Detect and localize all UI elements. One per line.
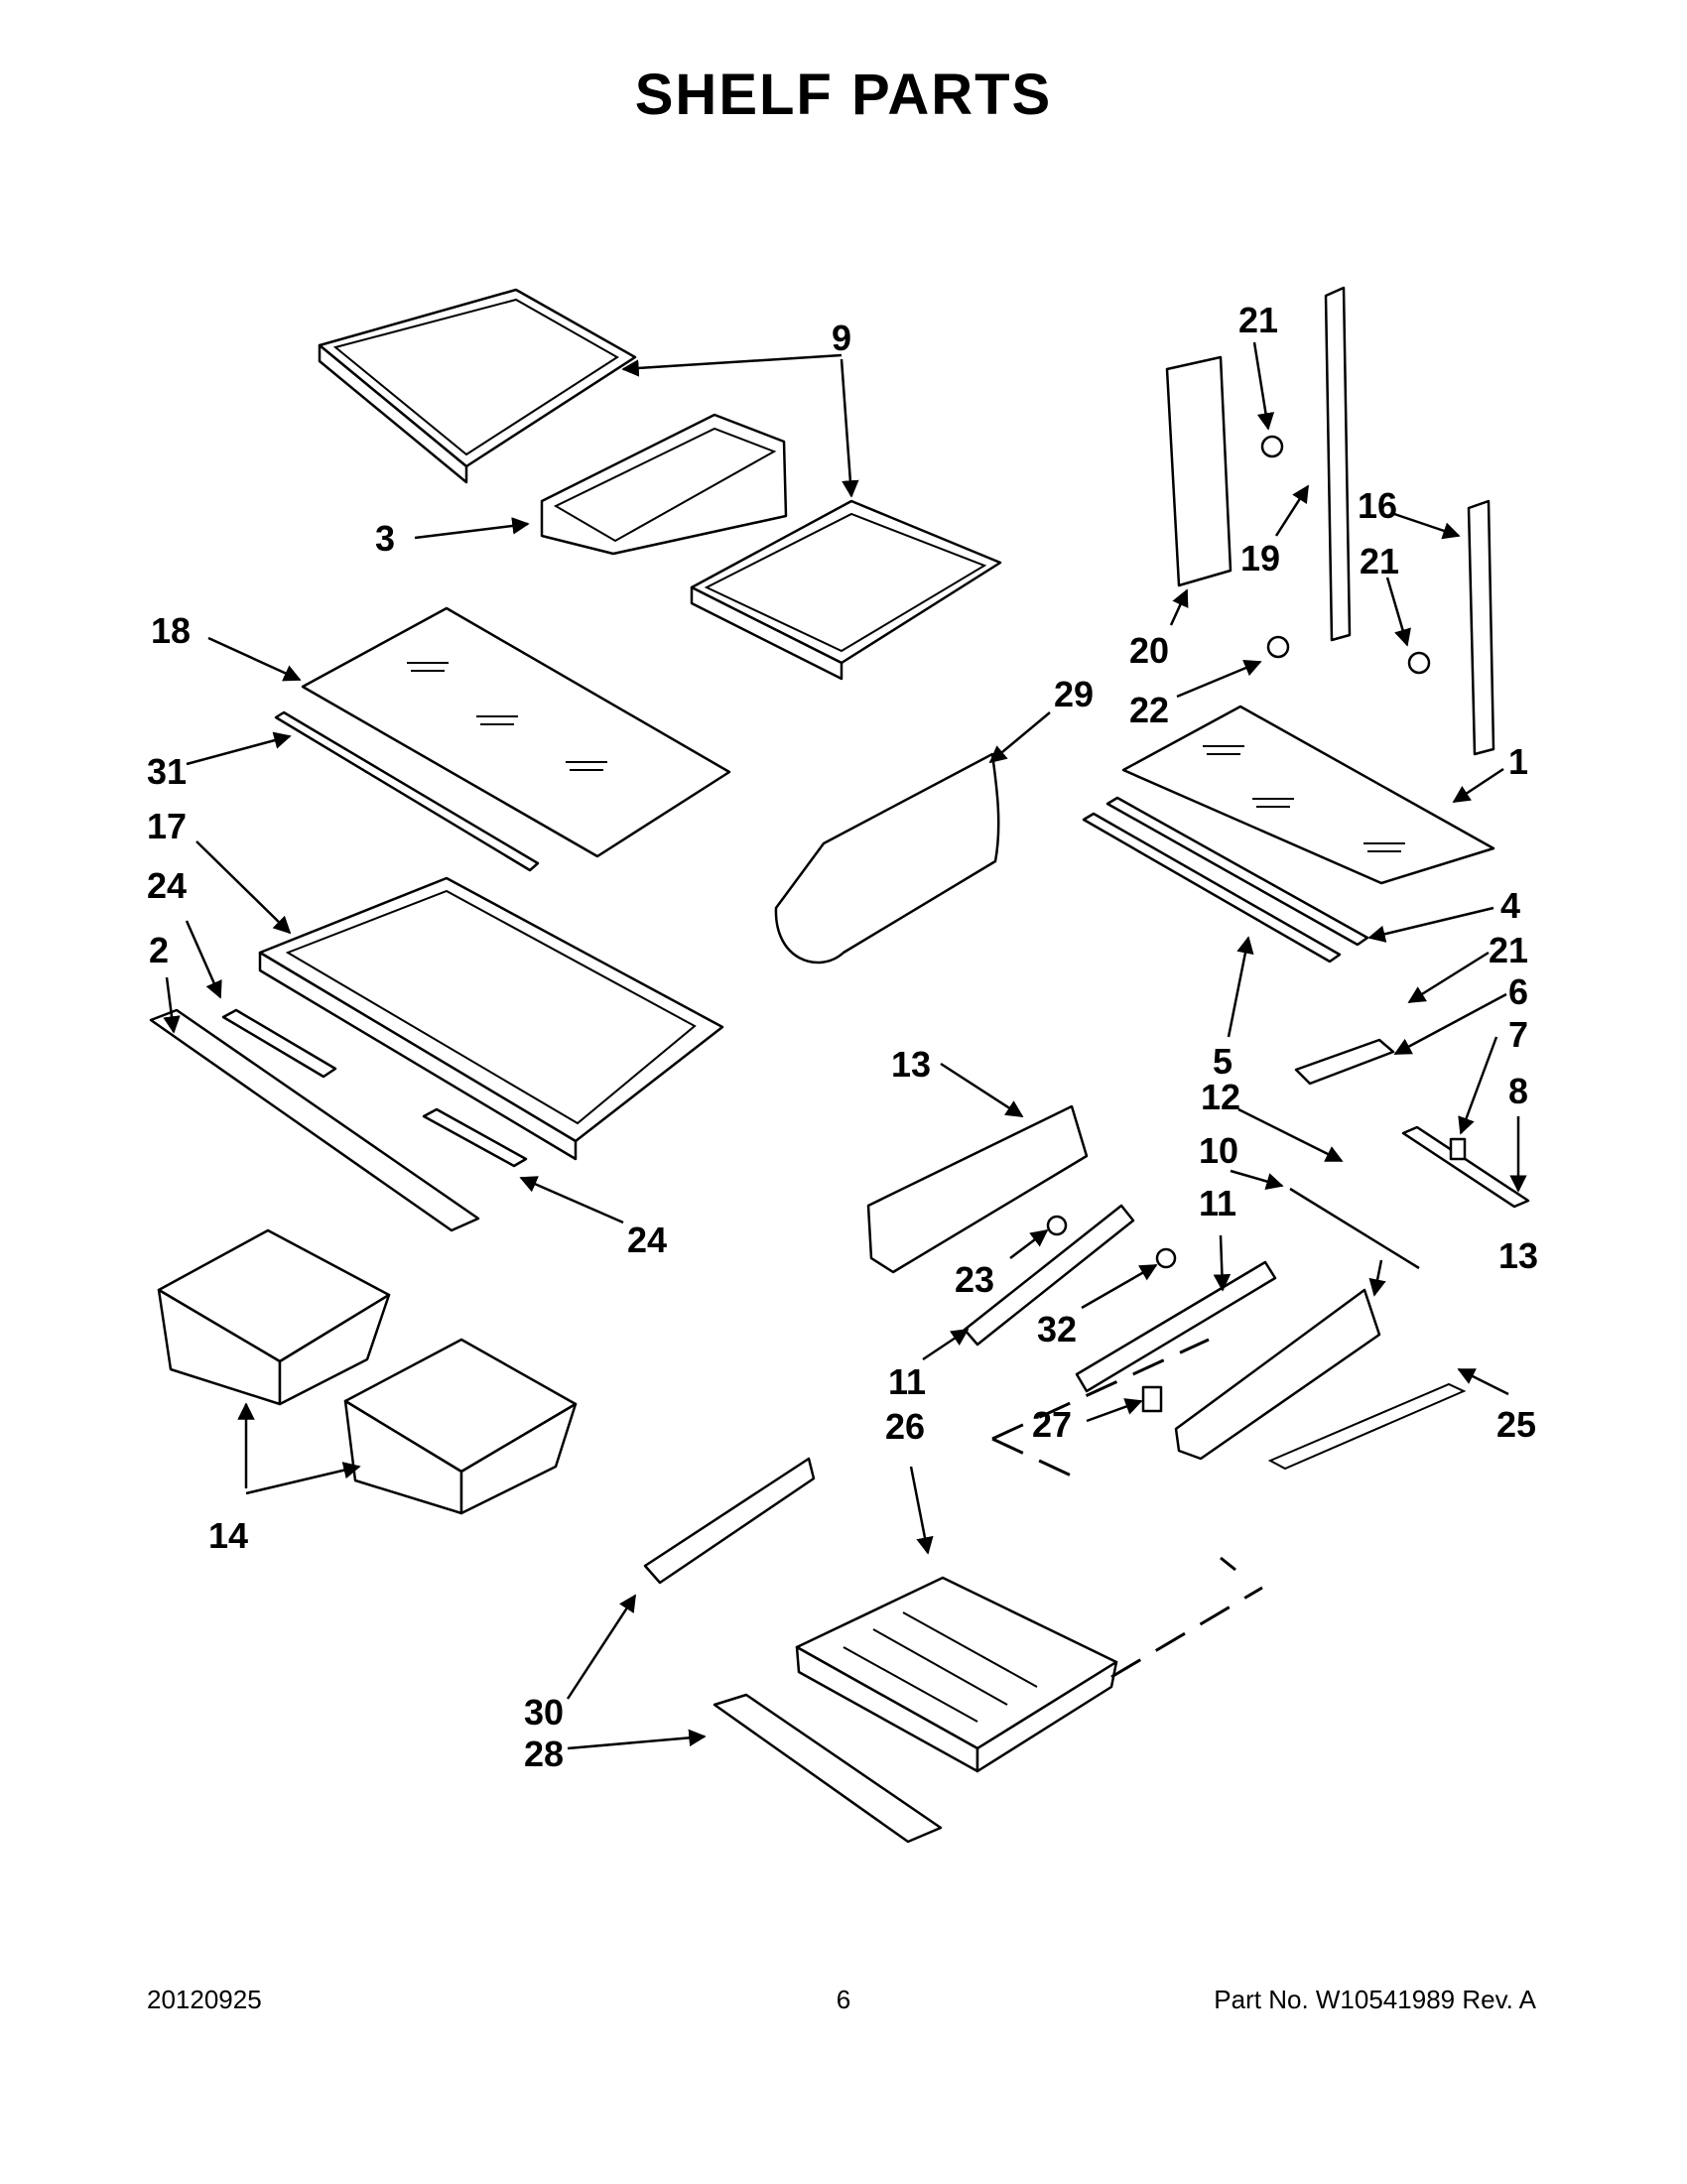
drawer-handle-30	[643, 1457, 816, 1585]
callout-18: 18	[151, 610, 191, 651]
callout-labels: 9 3 18 31 17 24 2 24 14 29 21 19 16 21 2…	[147, 300, 1538, 1774]
callout-13-lower: 13	[1498, 1235, 1538, 1276]
callout-17: 17	[147, 806, 187, 846]
callout-11-lower: 11	[888, 1361, 926, 1402]
page-number: 6	[836, 1985, 851, 2014]
drawer-rod	[1267, 1382, 1467, 1471]
slide-rail-right	[422, 1107, 528, 1168]
assembly-line	[991, 1437, 1083, 1482]
screw-23	[1046, 1215, 1068, 1236]
shelf-frame-right	[690, 499, 1002, 681]
deli-drawer	[795, 1576, 1118, 1773]
shelf-bracket-8	[1401, 1125, 1530, 1209]
callout-30: 30	[524, 1692, 564, 1733]
callout-22: 22	[1129, 690, 1169, 730]
callout-19: 19	[1240, 538, 1280, 578]
glass-reflection-marks-right	[1203, 745, 1405, 852]
slide-rail-left	[221, 1008, 337, 1079]
assembly-line	[991, 1338, 1210, 1441]
callout-7: 7	[1508, 1014, 1528, 1055]
callout-24-lower: 24	[627, 1220, 667, 1260]
shelf-bracket-6	[1294, 1038, 1395, 1086]
drawer-slide-left	[963, 1204, 1135, 1347]
drawer-side-support-right	[1174, 1288, 1381, 1461]
callout-11-upper: 11	[1199, 1183, 1236, 1223]
callout-16: 16	[1358, 485, 1397, 526]
pilaster-right	[1467, 499, 1495, 756]
shelf-riser	[540, 413, 788, 556]
callout-21-right: 21	[1360, 541, 1399, 581]
callout-32: 32	[1037, 1309, 1077, 1349]
callout-8: 8	[1508, 1071, 1528, 1111]
screw-right	[1407, 651, 1431, 675]
slide-out-shelf-frame	[258, 876, 724, 1161]
bracket-clip-7	[1449, 1137, 1467, 1161]
callout-21-top: 21	[1238, 300, 1278, 340]
callout-6: 6	[1508, 971, 1528, 1012]
callout-20: 20	[1129, 630, 1169, 671]
callout-26: 26	[885, 1406, 925, 1447]
assembly-line	[1220, 1556, 1236, 1572]
callout-24: 24	[147, 865, 187, 906]
callout-29: 29	[1054, 674, 1094, 714]
screw-upper	[1260, 435, 1284, 458]
callout-25: 25	[1496, 1404, 1536, 1445]
callout-23: 23	[955, 1259, 994, 1300]
screw-32	[1155, 1247, 1177, 1269]
crisper-drawer-lower	[343, 1338, 578, 1515]
part-number: Part No. W10541989 Rev. A	[1214, 1985, 1536, 2014]
callout-1: 1	[1508, 741, 1528, 782]
glass-trim-strip-right-lower	[1082, 812, 1342, 964]
callout-9: 9	[832, 318, 851, 358]
page-title: SHELF PARTS	[634, 63, 1053, 127]
crisper-cover-trim	[149, 1008, 480, 1232]
callout-27: 27	[1032, 1404, 1072, 1445]
drawer-front-trim	[713, 1693, 943, 1844]
callout-10: 10	[1199, 1130, 1238, 1171]
callout-14: 14	[208, 1515, 248, 1556]
callout-21-lower: 21	[1489, 930, 1528, 970]
crisper-drawer-upper	[157, 1228, 391, 1406]
callout-4: 4	[1500, 885, 1520, 926]
drawer-side-support-left	[866, 1104, 1089, 1274]
callout-3: 3	[375, 518, 395, 559]
glass-reflection-marks	[407, 662, 607, 771]
pilaster-left	[1165, 355, 1233, 587]
glass-shelf-right	[1121, 705, 1495, 885]
air-deflector	[774, 752, 1000, 964]
glass-trim-strip-left	[274, 710, 540, 872]
callout-2: 2	[149, 930, 169, 970]
date-code: 20120925	[147, 1985, 262, 2014]
glass-shelf-left	[301, 606, 731, 858]
leader-lines	[163, 341, 1527, 1750]
callout-13-upper: 13	[891, 1044, 931, 1085]
screw-lower-center	[1266, 635, 1290, 659]
drawer-slide-right	[1075, 1260, 1277, 1393]
glass-trim-strip-right-upper	[1105, 796, 1369, 947]
assembly-line	[1110, 1586, 1263, 1679]
callout-28: 28	[524, 1734, 564, 1774]
callout-12: 12	[1201, 1077, 1240, 1117]
support-rod	[1289, 1187, 1420, 1270]
callout-31: 31	[147, 751, 187, 792]
clip-27	[1141, 1385, 1163, 1413]
shelf-frame-left	[318, 288, 637, 484]
callout-5: 5	[1213, 1041, 1233, 1082]
pilaster-center	[1324, 286, 1352, 642]
